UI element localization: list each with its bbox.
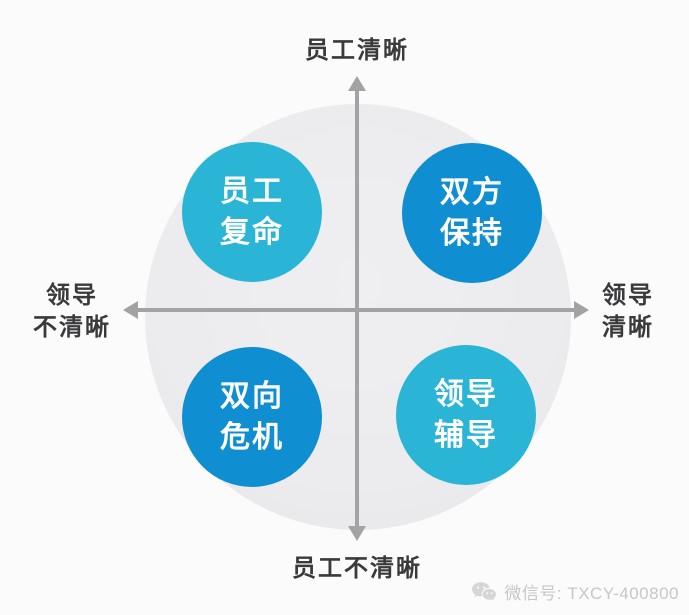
axis-label-right: 领导 清晰 <box>602 280 654 344</box>
axis-label-right-line1: 领导 <box>602 282 654 309</box>
bubble-top-left-line2: 复命 <box>220 216 284 249</box>
bubble-bottom-right-line2: 辅导 <box>434 419 498 452</box>
arrow-down-icon <box>348 526 366 541</box>
wechat-icon <box>471 581 497 603</box>
horizontal-axis-line <box>136 308 576 312</box>
axis-label-left-line2: 不清晰 <box>33 314 111 341</box>
bubble-bottom-left-line2: 危机 <box>220 421 284 454</box>
watermark: 微信号: TXCY-400800 <box>471 579 679 604</box>
axis-label-right-line2: 清晰 <box>602 314 654 341</box>
arrow-right-icon <box>574 301 589 319</box>
axis-label-bottom: 员工不清晰 <box>292 555 422 582</box>
bubble-bottom-right: 领导 辅导 <box>396 345 536 485</box>
bubble-top-right: 双方 保持 <box>402 143 542 283</box>
bubble-bottom-left: 双向 危机 <box>182 347 322 487</box>
arrow-up-icon <box>348 76 366 91</box>
bubble-top-left-line1: 员工 <box>220 175 284 208</box>
axis-label-left-line1: 领导 <box>46 282 98 309</box>
bubble-top-right-line2: 保持 <box>440 217 504 250</box>
bubble-top-right-line1: 双方 <box>440 176 504 209</box>
bubble-bottom-right-line1: 领导 <box>434 378 498 411</box>
bubble-top-left: 员工 复命 <box>182 142 322 282</box>
arrow-left-icon <box>123 301 138 319</box>
watermark-text: 微信号: TXCY-400800 <box>504 584 679 603</box>
bubble-bottom-left-line1: 双向 <box>220 380 284 413</box>
axis-label-left: 领导 不清晰 <box>33 280 111 344</box>
axis-label-top: 员工清晰 <box>305 37 409 64</box>
